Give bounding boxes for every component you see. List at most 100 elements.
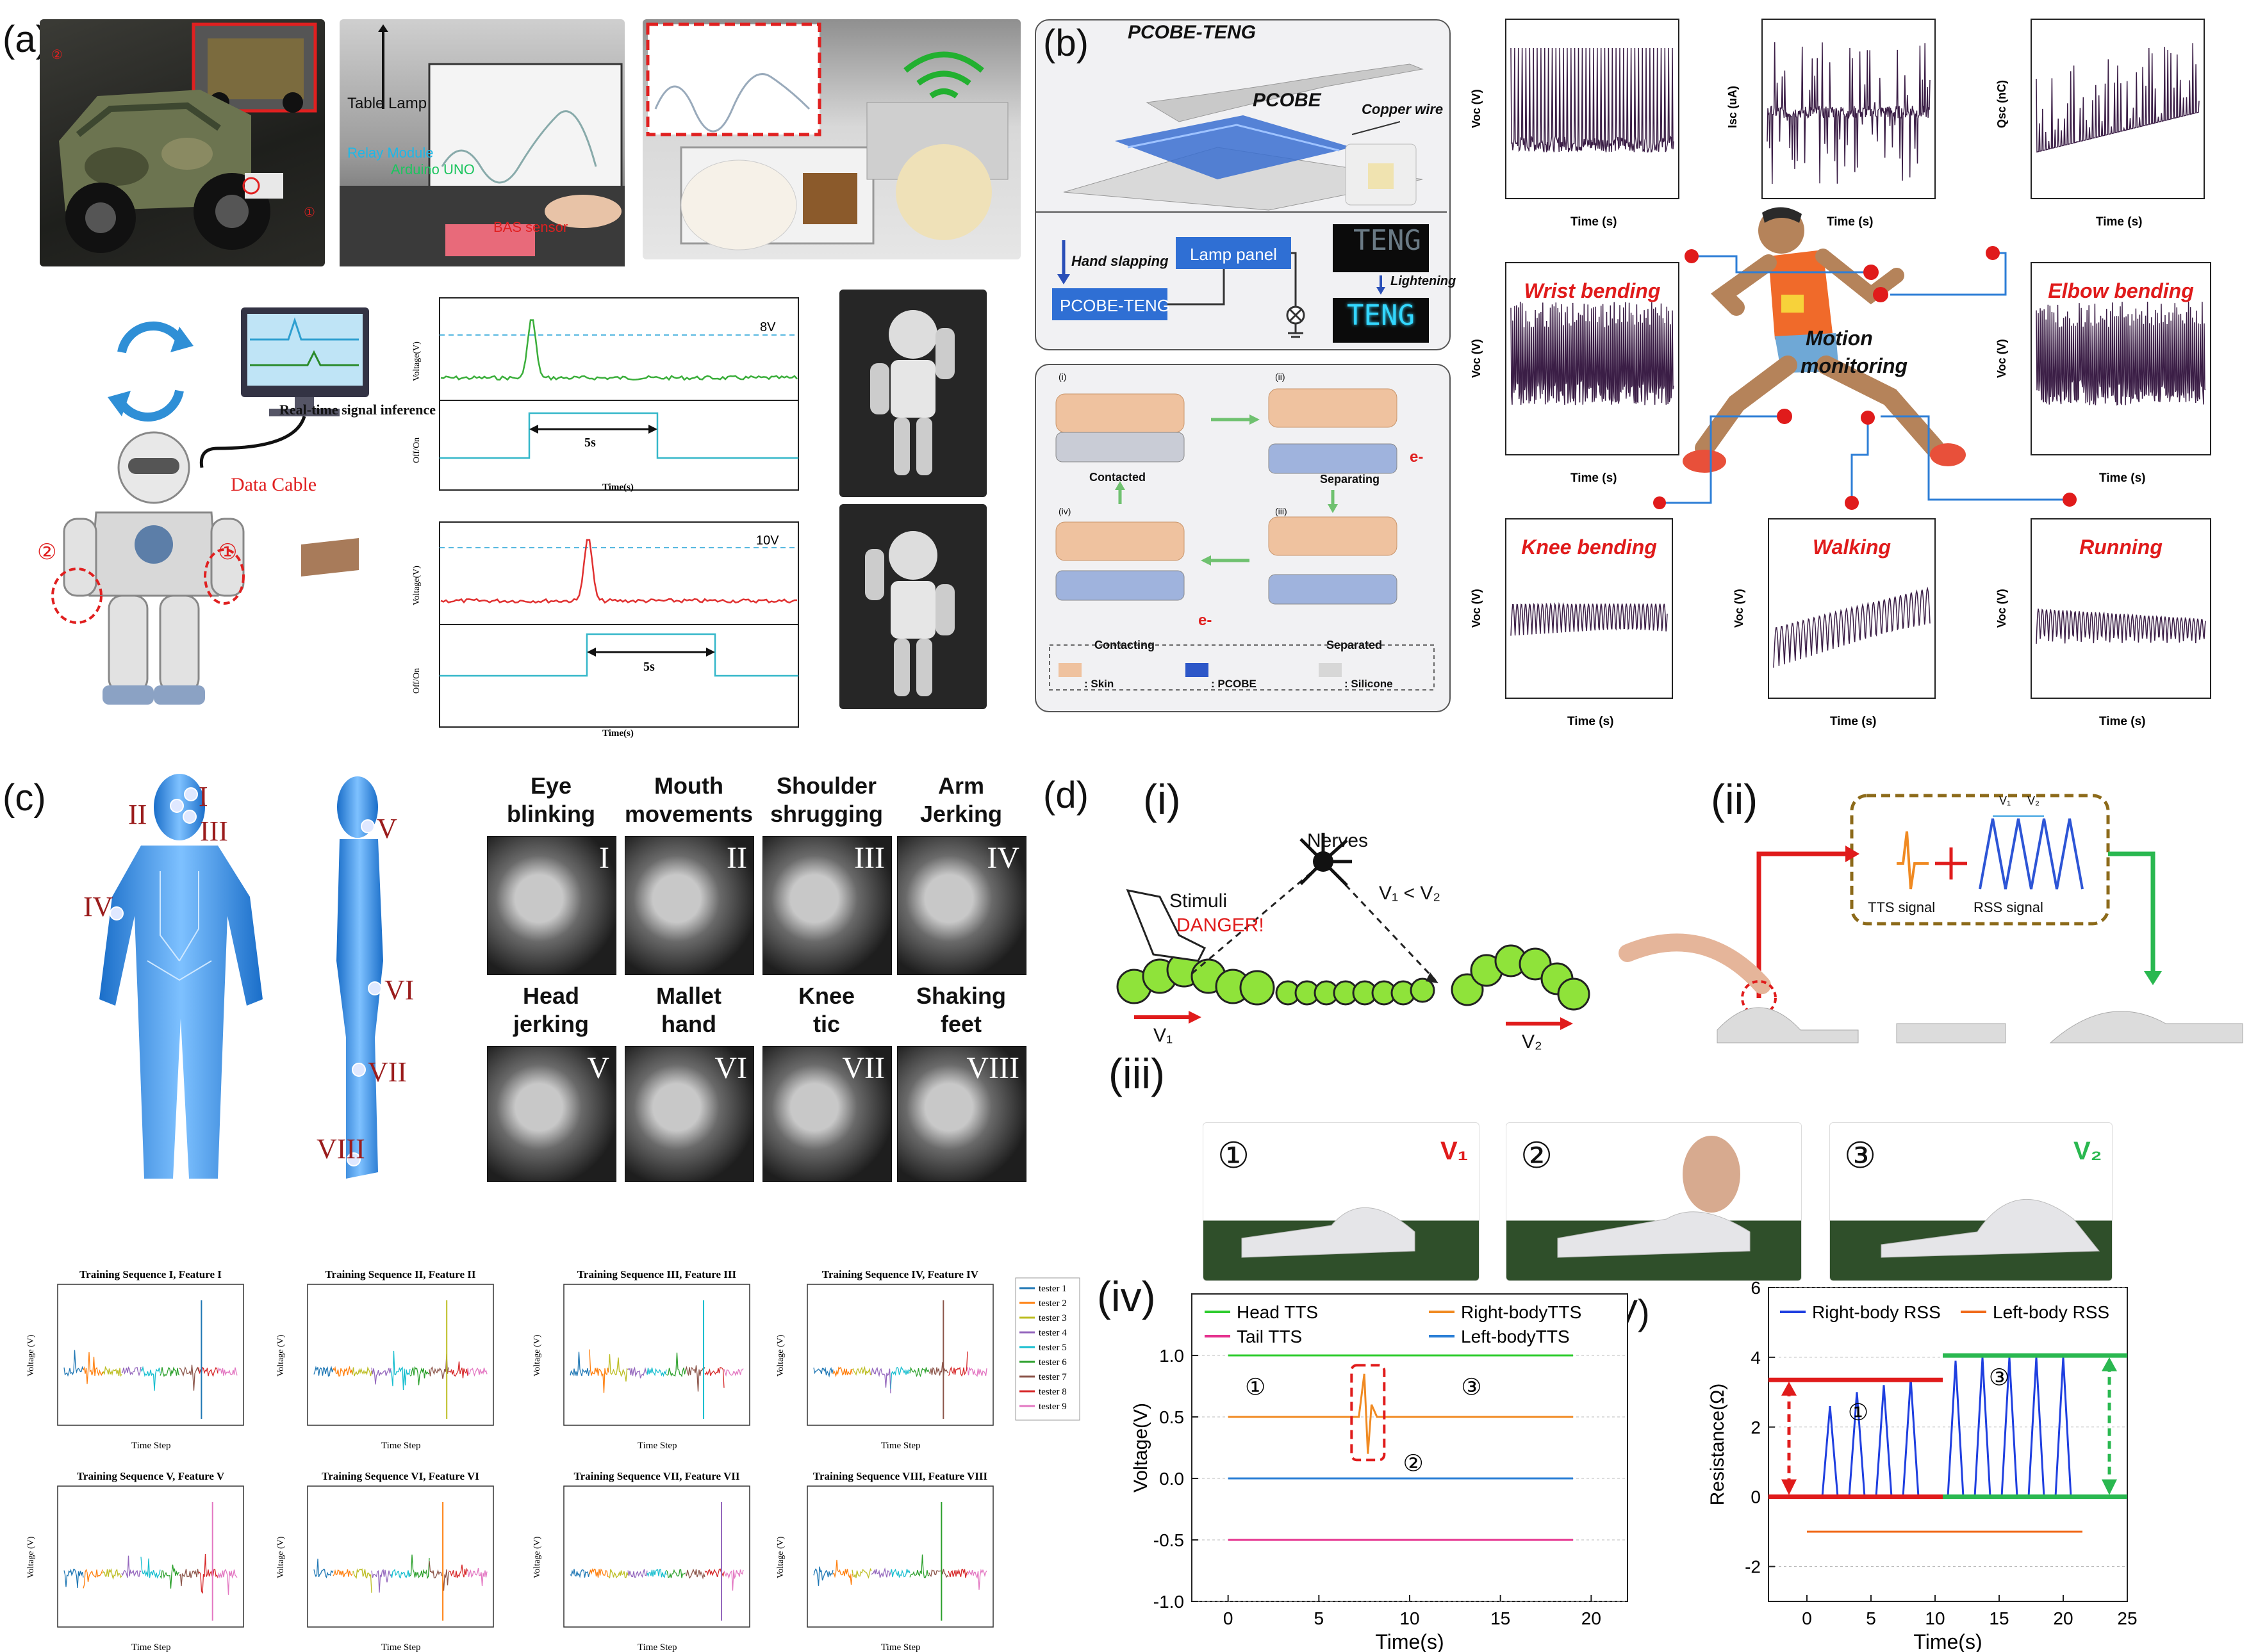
legend-pcobe-swatch (1185, 663, 1208, 677)
rss-annotation-3: ③ (1989, 1364, 2009, 1390)
soft-robot-2 (1896, 1023, 2006, 1043)
bottom-duration-label: 5s (643, 660, 655, 674)
chart-xlabel: Time(s) (1375, 1630, 1444, 1652)
gesture-title-line2: tic (812, 1011, 840, 1037)
electron-label-2: e- (1198, 612, 1212, 629)
soft-robot-photo-2: ② (1506, 1122, 1802, 1281)
tester-legend-frame (1015, 1277, 1080, 1421)
contacted-label: Contacted (1089, 471, 1146, 484)
gesture-title-line2: Jerking (919, 801, 1003, 827)
rss-red-arrowhead-down (1781, 1479, 1797, 1495)
sequence-chart-trace (390, 1350, 411, 1391)
sequence-chart-title: Training Sequence I, Feature I (79, 1268, 222, 1280)
robot-illustration (51, 307, 369, 705)
danger-label: DANGER! (1176, 915, 1264, 936)
sequence-chart-xlabel: Time Step (381, 1441, 421, 1451)
sequence-chart-title: Training Sequence V, Feature V (77, 1470, 225, 1482)
sequence-chart-4: Training Sequence IV, Feature IV Voltage … (776, 1268, 994, 1451)
legend-skin: : Skin (1084, 678, 1114, 690)
chart-ylabel: Resistance(Ω) (1707, 1384, 1728, 1506)
sequence-chart-trace (704, 1367, 725, 1388)
sequence-chart-trace (832, 1559, 853, 1585)
tester-legend-label: tester 6 (1039, 1357, 1067, 1368)
sequence-chart-frame (57, 1284, 244, 1426)
top-ylabel-voltage: Voltage(V) (412, 341, 422, 381)
sequence-chart-trace (928, 1569, 949, 1578)
arduino-photo (643, 19, 1021, 259)
bottom-onoff-line (440, 633, 798, 677)
sequence-chart-trace (608, 1354, 629, 1382)
chart-xtick-label: 15 (1490, 1608, 1510, 1628)
top-threshold-label: 8V (760, 320, 776, 334)
gesture-title-line1: Mallet (655, 983, 722, 1009)
motion-label: Motion (1806, 327, 1873, 350)
sequence-chart-trace (948, 1568, 968, 1578)
tester-legend-label: tester 4 (1039, 1328, 1067, 1338)
sequence-chart-trace (102, 1366, 122, 1377)
chart-ytick-label: 0.0 (1159, 1469, 1184, 1489)
top-onoff-axes (439, 400, 799, 491)
motion-signal-charts: Voc (V)Time (s)Isc (uA)Time (s)Qsc (nC)T… (1470, 19, 2211, 728)
gesture-title-line2: movements (624, 801, 754, 827)
sequence-chart-title: Training Sequence IV, Feature IV (822, 1268, 979, 1280)
chart-ytick-label: -1.0 (1153, 1592, 1184, 1612)
gesture-title-line1: Head (522, 983, 580, 1009)
arduino-setup-illustration (646, 22, 1009, 250)
top-duration-label: 5s (584, 436, 596, 450)
sequence-chart-trace (647, 1569, 667, 1578)
sequence-chart-trace (333, 1366, 353, 1377)
motion-chart-2: Isc (uA)Time (s) (1726, 19, 1936, 229)
sub-label-iv: (iv) (1097, 1273, 1156, 1320)
gesture-roman-tag: V (587, 1051, 609, 1085)
device-schematic (1063, 63, 1424, 211)
chart-xtick-label: 15 (1989, 1608, 2009, 1628)
motion-chart-xlabel: Time (s) (1830, 715, 1877, 728)
gesture-photo: VI (625, 1046, 754, 1182)
sequence-chart-trace (179, 1569, 199, 1587)
chart-legend-label: Right-body RSS (1812, 1302, 1941, 1322)
motion-chart-frame (1761, 19, 1936, 199)
sequence-chart-trace (409, 1554, 430, 1580)
sequence-chart-ylabel: Voltage (V) (776, 1334, 786, 1377)
training-sequence-charts: Training Sequence I, Feature I Voltage (V… (26, 1268, 1080, 1652)
sequence-chart-trace (948, 1351, 968, 1377)
chart-frame (1191, 1293, 1628, 1602)
motion-connector-lines (1653, 246, 2077, 510)
monitoring-label: monitoring (1801, 354, 1908, 377)
chart-series-line (1228, 1373, 1573, 1454)
panel-a-bottom-chart: 10V 5s Voltage(V) Off/On Time(s) (412, 521, 799, 739)
tts-signal-label: TTS signal (1868, 899, 1936, 915)
sequence-chart-trace (608, 1569, 629, 1579)
rss-green-arrowhead-up (2102, 1357, 2117, 1371)
motion-chart-frame (2031, 518, 2211, 699)
separated-label: Separated (1326, 639, 1383, 651)
sequence-chart-3: Training Sequence III, Feature IIIVoltag… (532, 1268, 750, 1451)
motion-chart-ylabel: Voc (V) (1995, 339, 2008, 378)
sequence-chart-trace (967, 1366, 987, 1377)
sequence-chart-trace (217, 1367, 238, 1376)
gesture-title-line2: blinking (507, 801, 595, 827)
sequence-chart-ylabel: Voltage (V) (26, 1334, 36, 1377)
sequence-chart-frame (307, 1284, 494, 1426)
sequence-chart-trace (352, 1568, 372, 1593)
sequence-chart-title: Training Sequence VII, Feature VII (574, 1470, 740, 1482)
gesture-roman-tag: IV (987, 841, 1019, 875)
toy-car-photo: ① ② (40, 19, 325, 266)
sequence-chart-trace (371, 1569, 391, 1593)
motion-chart-3: Qsc (nC)Time (s) (1995, 19, 2205, 229)
motion-chart-ylabel: Qsc (nC) (1995, 80, 2008, 128)
sequence-chart-trace (813, 1366, 834, 1378)
chart-xtick-label: 20 (2053, 1608, 2073, 1628)
sequence-chart-trace (429, 1353, 449, 1379)
chart-legend-label: Left-bodyTTS (1461, 1327, 1570, 1346)
chart-ytick-label: -2 (1745, 1557, 1761, 1577)
sequence-chart-trace (160, 1564, 180, 1589)
motion-chart-1: Voc (V)Time (s) (1470, 19, 1679, 229)
bottom-threshold-label: 10V (756, 534, 779, 548)
sequence-chart-6: Training Sequence VI, Feature VIVoltage … (276, 1470, 494, 1652)
step-i-label: (i) (1059, 372, 1067, 382)
sequence-chart-trace (813, 1566, 834, 1586)
caterpillar-1 (1116, 952, 1275, 1006)
